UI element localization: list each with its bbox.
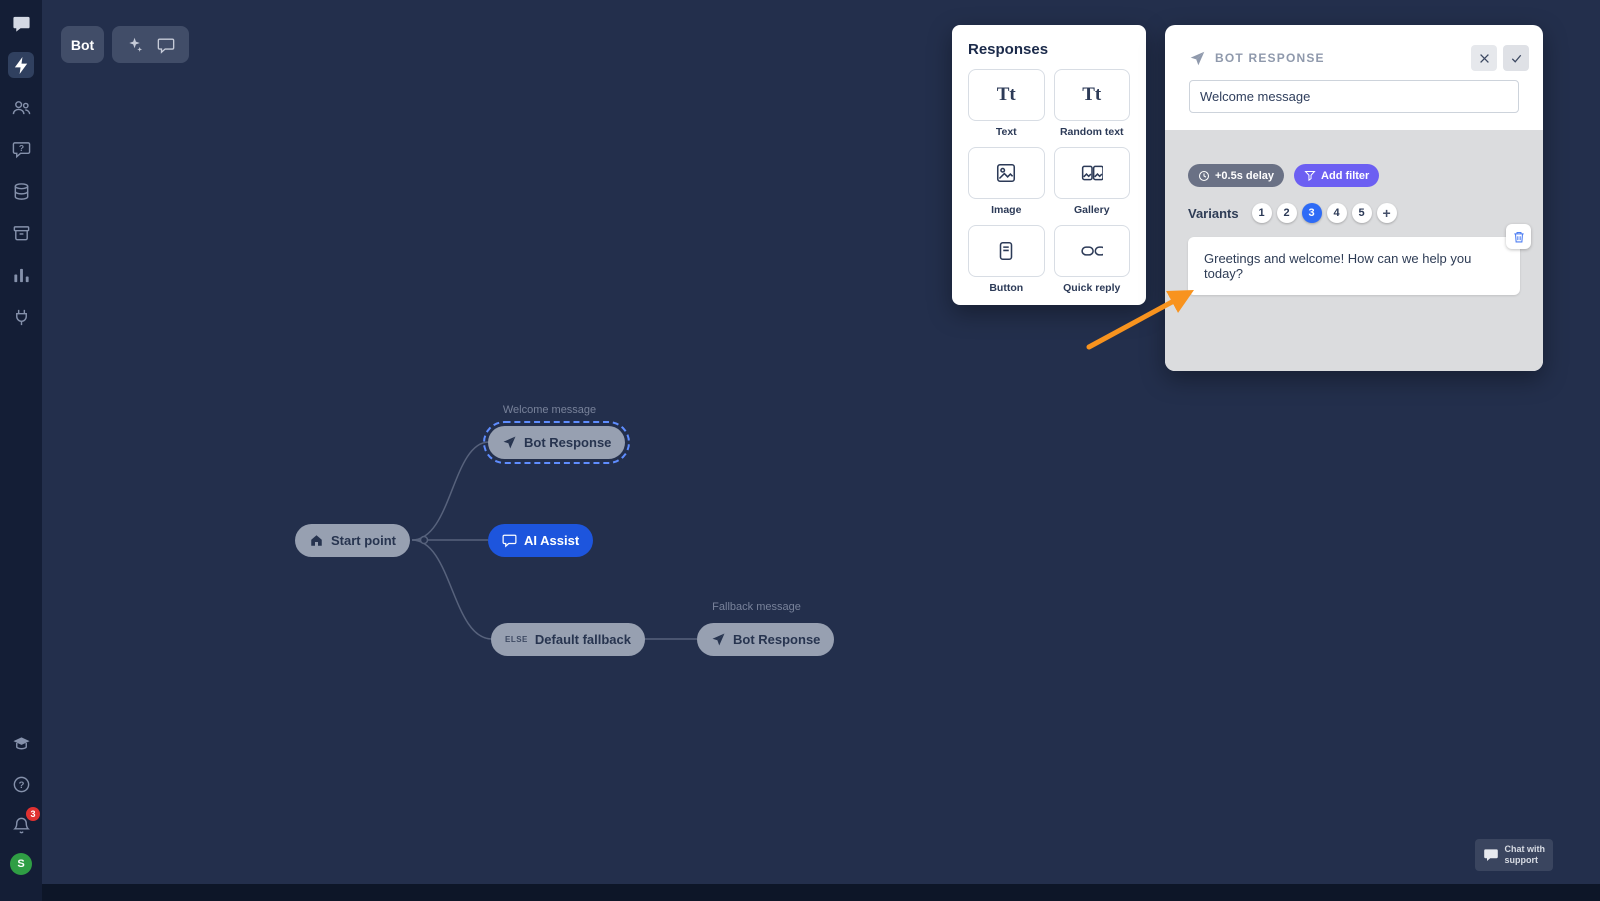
support-chat-icon <box>1483 849 1498 862</box>
editor-body: +0.5s delay Add filter Variants 1 2 3 4 … <box>1165 130 1543 371</box>
delay-pill[interactable]: +0.5s delay <box>1188 164 1285 187</box>
close-button[interactable] <box>1471 45 1497 71</box>
trash-icon <box>1513 231 1524 242</box>
variant-3-active[interactable]: 3 <box>1301 203 1322 223</box>
response-tile-image[interactable]: Image <box>968 147 1045 216</box>
delete-variant-button[interactable] <box>1506 224 1531 249</box>
responses-panel-title: Responses <box>968 41 1049 58</box>
chat-preview-icon[interactable] <box>157 36 175 54</box>
node-start-point[interactable]: Start point <box>295 524 410 557</box>
welcome-node-caption: Welcome message <box>502 404 597 416</box>
quick-reply-icon <box>1081 246 1103 256</box>
response-tile-gallery[interactable]: Gallery <box>1053 147 1130 216</box>
check-icon <box>1511 54 1521 63</box>
confirm-button[interactable] <box>1503 45 1529 71</box>
sparkles-icon[interactable] <box>126 36 144 54</box>
send-icon <box>503 436 516 449</box>
gallery-icon <box>1081 165 1103 181</box>
help-icon[interactable]: ? <box>8 771 34 797</box>
archive-icon[interactable] <box>8 220 34 246</box>
variants-label: Variants <box>1188 205 1239 221</box>
chat-question-icon[interactable]: ? <box>8 136 34 162</box>
automations-icon[interactable] <box>8 52 34 78</box>
reports-icon[interactable] <box>8 262 34 288</box>
response-tile-random-text[interactable]: Tt Random text <box>1053 69 1130 138</box>
node-default-fallback[interactable]: ELSE Default fallback <box>491 623 645 656</box>
integrations-icon[interactable] <box>8 304 34 330</box>
image-icon <box>997 163 1016 183</box>
text-icon: Tt <box>996 84 1016 105</box>
variant-1[interactable]: 1 <box>1251 203 1272 223</box>
response-tile-quick-reply[interactable]: Quick reply <box>1053 225 1130 294</box>
response-tile-button[interactable]: Button <box>968 225 1045 294</box>
variant-4[interactable]: 4 <box>1326 203 1347 223</box>
button-icon <box>999 241 1013 261</box>
funnel-icon <box>1304 170 1316 181</box>
response-tile-text[interactable]: Tt Text <box>968 69 1045 138</box>
variant-5[interactable]: 5 <box>1351 203 1372 223</box>
node-bot-response-welcome[interactable]: Bot Response <box>482 421 631 464</box>
node-bot-response-fallback[interactable]: Bot Response <box>697 623 835 656</box>
add-variant-button[interactable]: + <box>1376 203 1397 223</box>
svg-text:?: ? <box>18 779 24 790</box>
responses-panel: Responses Tt Text Tt Random text Image G… <box>952 25 1146 305</box>
variant-message-text[interactable]: Greetings and welcome! How can we help y… <box>1188 237 1520 295</box>
else-badge: ELSE <box>505 635 528 644</box>
bot-response-editor-panel: BOT RESPONSE +0.5s delay Add filter Vari… <box>1165 25 1543 371</box>
send-icon <box>1190 51 1205 65</box>
response-name-input[interactable] <box>1189 80 1519 113</box>
clock-icon <box>1198 170 1210 181</box>
bottom-bar <box>0 884 1600 901</box>
notification-badge: 3 <box>26 807 40 821</box>
bot-button[interactable]: Bot <box>61 26 104 63</box>
toolbar-button-group <box>112 26 189 63</box>
node-ai-assist[interactable]: AI Assist <box>488 524 594 557</box>
chat-with-support-button[interactable]: Chat with support <box>1474 839 1553 871</box>
editor-title: BOT RESPONSE <box>1215 51 1325 65</box>
sidebar: ? ? 3 S <box>0 0 42 901</box>
fallback-node-caption: Fallback message <box>712 601 801 613</box>
svg-text:?: ? <box>18 142 23 152</box>
random-text-icon: Tt <box>1082 84 1102 105</box>
notifications-bell-icon[interactable]: 3 <box>8 807 40 838</box>
chatbot-logo-icon[interactable] <box>8 10 34 36</box>
send-icon <box>712 633 725 646</box>
database-icon[interactable] <box>8 178 34 204</box>
variant-2[interactable]: 2 <box>1276 203 1297 223</box>
home-icon <box>311 535 322 546</box>
add-filter-pill[interactable]: Add filter <box>1294 164 1380 187</box>
chat-bubble-icon <box>502 534 517 548</box>
team-icon[interactable] <box>8 94 34 120</box>
close-icon <box>1479 53 1489 63</box>
avatar[interactable]: S <box>10 853 32 875</box>
academy-icon[interactable] <box>8 730 34 756</box>
